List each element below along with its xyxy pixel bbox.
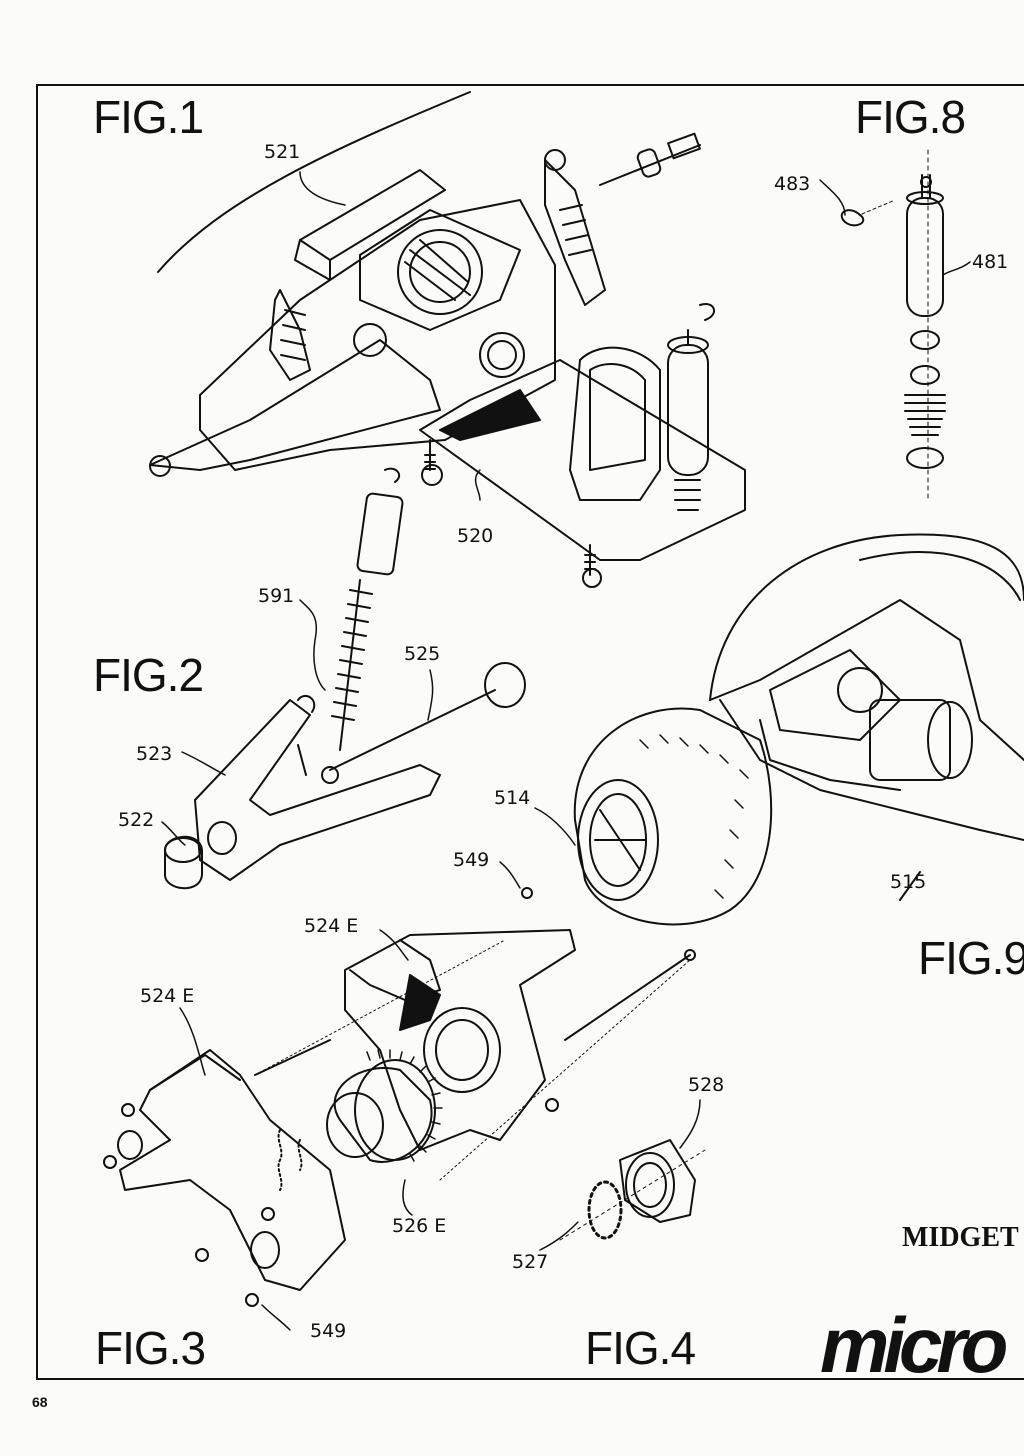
callout-leader-lines — [161, 171, 971, 1331]
fig1-rear-suspension-drawing — [149, 91, 746, 588]
fig8-shock-absorber-drawing — [840, 149, 946, 501]
callout-520: 520 — [457, 525, 494, 547]
callout-524e-lower: 524 E — [140, 985, 195, 1007]
callout-524e-upper: 524 E — [304, 915, 359, 937]
callout-523: 523 — [136, 743, 173, 765]
callout-527: 527 — [512, 1251, 549, 1273]
fig4-bearing-drawing — [559, 1139, 706, 1241]
fig2-label: FIG.2 — [93, 649, 204, 701]
callout-515: 515 — [890, 871, 927, 893]
callout-526e: 526 E — [392, 1215, 447, 1237]
brand-text: MIDGET — [902, 1222, 1019, 1253]
figure-frame — [36, 84, 1024, 1380]
page-number: 68 — [32, 1394, 48, 1410]
micro-logo: micro — [820, 1301, 1008, 1389]
fig8-label: FIG.8 — [855, 91, 966, 143]
callout-521: 521 — [264, 141, 301, 163]
callout-481: 481 — [972, 251, 1009, 273]
fig2-wishbone-drawing — [164, 467, 526, 890]
callout-522: 522 — [118, 809, 155, 831]
callout-483: 483 — [774, 173, 811, 195]
callout-528: 528 — [688, 1074, 725, 1096]
callout-549-top: 549 — [453, 849, 490, 871]
fig3-label: FIG.3 — [95, 1322, 206, 1374]
fig9-label: FIG.9 — [918, 932, 1024, 984]
fig1-label: FIG.1 — [93, 91, 204, 143]
callout-514: 514 — [494, 787, 531, 809]
fig3-gearbox-drawing — [103, 887, 696, 1307]
fig4-label: FIG.4 — [585, 1322, 696, 1374]
callout-549-bottom: 549 — [310, 1320, 347, 1342]
fig9-car-view-drawing — [573, 533, 1024, 926]
callout-591: 591 — [258, 585, 295, 607]
callout-525: 525 — [404, 643, 441, 665]
